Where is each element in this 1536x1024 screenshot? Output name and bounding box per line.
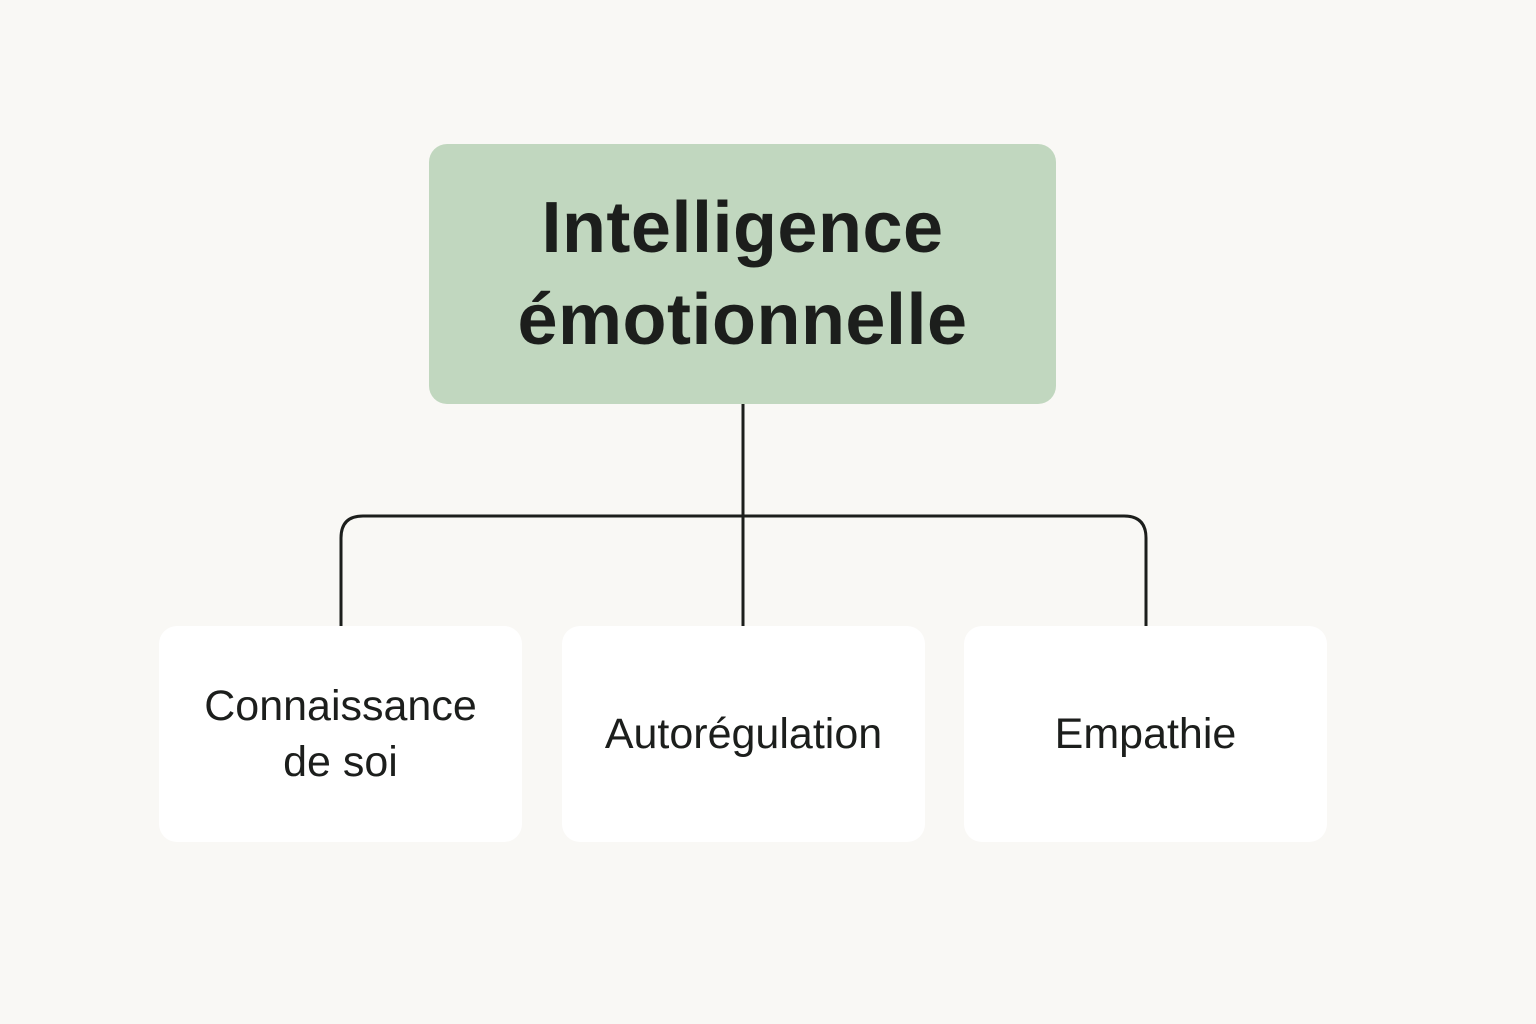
root-node-label-line-2: émotionnelle — [517, 280, 968, 360]
root-node-label-line-1: Intelligence — [541, 188, 944, 268]
child-node-label-line-1: Connaissance — [204, 682, 477, 730]
child-node-label: Autorégulation — [605, 706, 882, 762]
child-node-label: Empathie — [1055, 706, 1237, 762]
root-node-label: Intelligence émotionnelle — [517, 182, 967, 366]
child-node-label-line-1: Empathie — [1054, 710, 1237, 758]
child-node-autoregulation: Autorégulation — [562, 626, 925, 842]
child-node-label: Connaissance de soi — [204, 678, 477, 790]
child-node-label-line-1: Autorégulation — [604, 710, 883, 758]
root-node: Intelligence émotionnelle — [429, 144, 1056, 404]
branch-connector — [339, 514, 1148, 626]
child-node-connaissance-de-soi: Connaissance de soi — [159, 626, 522, 842]
child-node-empathie: Empathie — [964, 626, 1327, 842]
child-node-label-line-2: de soi — [283, 738, 398, 786]
